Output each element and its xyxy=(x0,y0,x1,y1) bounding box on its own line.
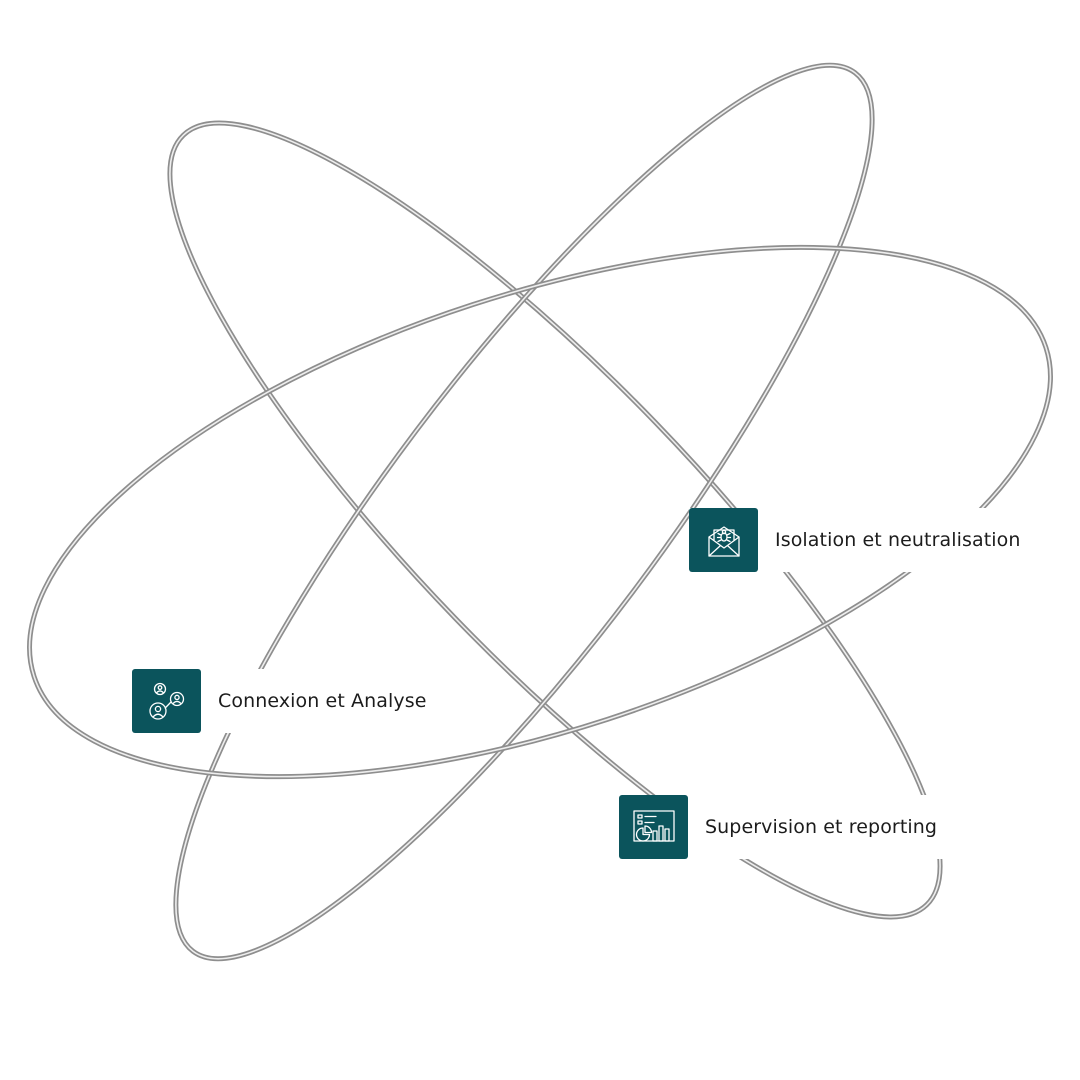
node-supervision: Supervision et reporting xyxy=(619,795,948,859)
orbit-tilted-right xyxy=(167,120,943,920)
orbit-tilted-left xyxy=(173,62,875,962)
envelope-bug-icon xyxy=(689,508,758,572)
node-isolation: Isolation et neutralisation xyxy=(689,508,1031,572)
orbit-horizontal xyxy=(27,244,1053,780)
node-label: Connexion et Analyse xyxy=(218,690,427,712)
node-label: Isolation et neutralisation xyxy=(775,529,1021,551)
connected-users-icon xyxy=(132,669,201,733)
node-label: Supervision et reporting xyxy=(705,816,938,838)
node-connexion: Connexion et Analyse xyxy=(132,669,437,733)
dashboard-chart-icon xyxy=(619,795,688,859)
